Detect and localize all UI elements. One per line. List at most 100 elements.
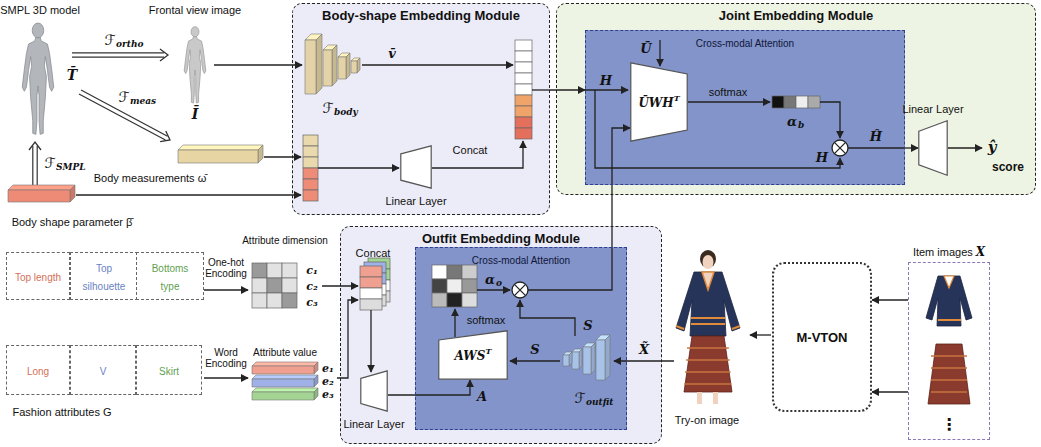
subscript: o — [496, 278, 502, 288]
skirt-item — [928, 344, 970, 404]
outfit-cnn-block-front — [563, 355, 569, 366]
text-holder: Linear Layer — [385, 191, 446, 209]
connector — [872, 391, 908, 392]
attention-weight-matrix — [432, 279, 447, 293]
concat-vector — [303, 190, 318, 201]
outfit-cnn-block-front — [572, 352, 579, 369]
word-embedding-bar — [252, 375, 318, 387]
flow-line — [528, 247, 612, 290]
attention-score-block: AWST — [438, 330, 508, 380]
double-arrow-head — [29, 142, 41, 150]
concat-vector — [515, 117, 532, 128]
node-text: Bottoms type — [152, 263, 189, 292]
item-images-panel: Item imagesX — [908, 262, 990, 440]
flow-arrow — [204, 289, 248, 290]
one-hot-matrix — [267, 293, 282, 308]
node-text: AWS — [455, 349, 486, 363]
measurement-bar-top — [178, 145, 263, 150]
node-text: Long — [27, 366, 49, 377]
math-symbol: ŷ — [988, 138, 997, 156]
outfit-cnn-block — [572, 349, 582, 369]
text-holder: Cross-modal Attention — [586, 33, 904, 51]
concat-stack — [360, 277, 382, 288]
body-cnn-block-front — [351, 61, 357, 73]
panel-fill — [292, 3, 550, 215]
multiply-symbol — [514, 284, 525, 295]
subscript: outfit — [586, 397, 613, 407]
sweater-stripes — [938, 319, 961, 321]
connector — [388, 380, 470, 395]
frontal-view-silhouette — [184, 36, 206, 103]
try-on-figure — [676, 250, 740, 404]
double-arrow-line — [37, 146, 38, 185]
linear-layer: Linear Layer — [360, 370, 388, 412]
text-holder: Top length — [7, 253, 69, 299]
body-cnn-block-front — [323, 50, 332, 86]
flow-arrow — [214, 64, 302, 65]
flow-arrow — [520, 300, 575, 336]
smpl-body-model — [32, 23, 44, 38]
word-embedding-bar-side — [314, 388, 318, 400]
node-text: X — [976, 245, 985, 259]
v-neck — [702, 272, 714, 290]
math-symbol: e₁ — [322, 362, 334, 375]
text-line: Top length — [15, 267, 61, 285]
math-symbol: c₁ — [306, 264, 318, 277]
text-holder: M-VTON — [774, 264, 870, 410]
subscript: body — [334, 107, 358, 117]
math-symbol: H — [816, 150, 828, 165]
node-text: Skirt — [159, 366, 179, 377]
concat-vector — [515, 106, 532, 117]
flow-arrow — [454, 309, 455, 337]
text-line: ŪWHT — [638, 93, 679, 111]
node-text: Body-shape Embedding Module — [322, 8, 520, 23]
node-text: Linear Layer — [385, 195, 446, 207]
subscript: ortho — [116, 39, 143, 49]
shape-parameter-bar-top — [8, 185, 75, 190]
word-embedding-bar-front — [252, 392, 314, 400]
text-holder: Cross-modal Attention — [416, 250, 626, 268]
node-text: Outfit Embedding Module — [422, 231, 580, 246]
shape-outline — [360, 370, 388, 412]
subscript: SMPL — [56, 162, 86, 172]
one-hot-matrix — [267, 263, 282, 278]
v-neck — [944, 276, 954, 288]
text-line: Skirt — [159, 361, 179, 379]
figure-caption: Body measurements ω̄ — [94, 172, 207, 184]
connector — [905, 147, 918, 148]
node-text: ŪWH — [638, 96, 673, 110]
outfit-cnn-block-front — [583, 347, 591, 374]
operation-label: Concat — [453, 144, 488, 156]
concat-vector — [303, 168, 318, 179]
math-symbol: e₃ — [322, 388, 334, 401]
multiply-symbol — [512, 282, 528, 298]
skirt-pattern — [684, 348, 731, 384]
one-hot-matrix — [282, 263, 297, 278]
concat-vector — [515, 128, 532, 139]
math-symbol: e₂ — [322, 375, 334, 388]
flow-arrow — [614, 360, 674, 361]
text-line: Long — [27, 361, 49, 379]
text-holder: Bottoms type — [137, 253, 203, 299]
hair — [700, 250, 716, 268]
flow-arrow — [204, 377, 248, 378]
shape-parameter-bar — [8, 185, 75, 202]
attention-weight-vector — [772, 96, 784, 108]
text-holder: AWST — [438, 330, 508, 380]
outfit-cnn-block — [563, 352, 572, 366]
operation-label: softmax — [467, 314, 506, 326]
text-holder: Item imagesX — [913, 242, 985, 260]
leg — [713, 392, 718, 404]
text-holder: V — [71, 346, 135, 394]
flow-arrow — [820, 102, 840, 138]
math-symbol: T̄ — [67, 67, 77, 83]
double-arrow-head — [160, 131, 170, 142]
operation-label: Concat — [356, 247, 391, 259]
one-hot-matrix — [267, 278, 282, 293]
text-line: Cross-modal Attention — [696, 33, 794, 51]
trapezoid-shape — [631, 63, 687, 141]
concat-vector — [303, 146, 318, 157]
text-holder: ŪWHT — [630, 62, 688, 142]
linear-layer: Linear Layer — [400, 145, 432, 189]
one-hot-matrix — [252, 278, 267, 293]
